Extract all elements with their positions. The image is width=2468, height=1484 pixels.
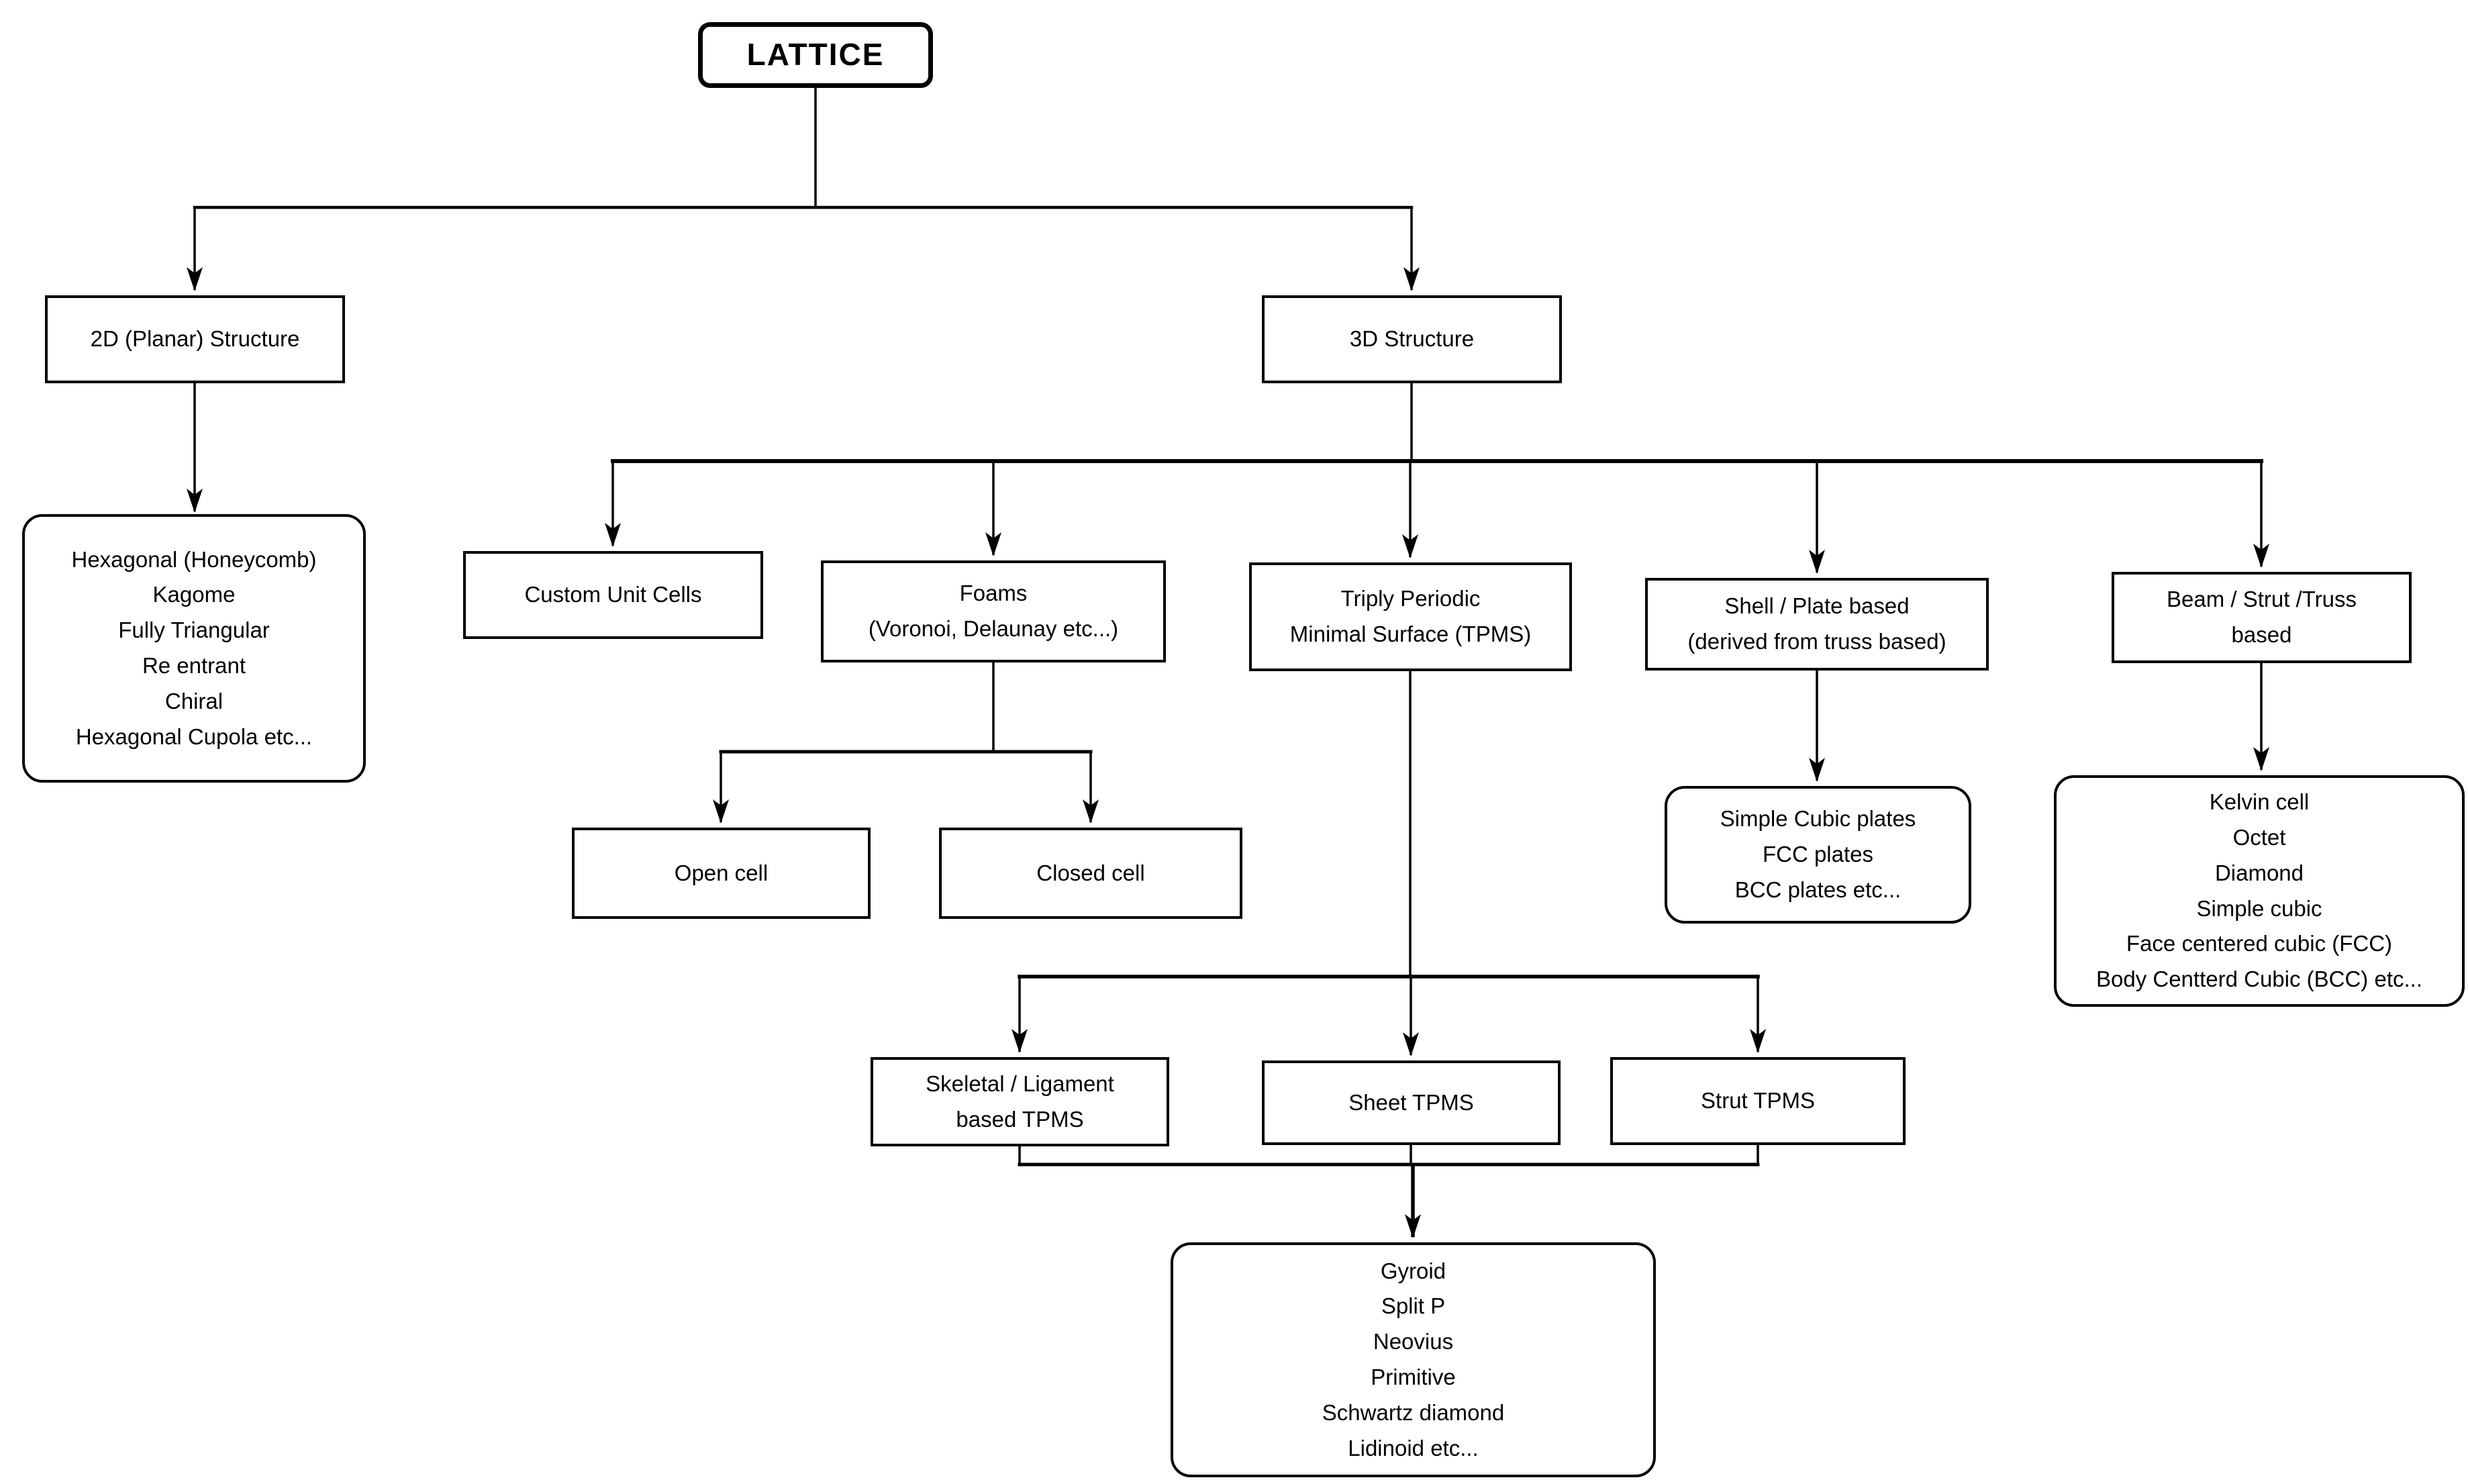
node-3d-structure-label: 3D Structure [1349, 326, 1475, 352]
node-text-line: Kelvin cell [2209, 789, 2310, 815]
node-text-line: Neovius [1373, 1329, 1454, 1354]
node-custom-unit-cells-label: Custom Unit Cells [524, 582, 702, 607]
node-2d-planar-structure-label: 2D (Planar) Structure [90, 326, 300, 352]
node-text-line: Schwartz diamond [1322, 1399, 1505, 1425]
node-text-line: Lidinoid etc... [1348, 1435, 1479, 1461]
node-text-line: Simple cubic [2196, 895, 2322, 921]
node-text-line: Primitive [1371, 1365, 1456, 1389]
node-text-line: Shell / Plate based [1724, 593, 1910, 619]
node-open-cell-label: Open cell [674, 860, 769, 885]
node-text-line: Minimal Surface (TPMS) [1289, 622, 1532, 646]
node-text-line: Octet [2232, 824, 2286, 850]
node-shell-plate-based: Shell / Plate based (derived from truss b… [1645, 578, 1989, 671]
node-2d-planar-structure: 2D (Planar) Structure [45, 295, 345, 383]
node-text-line: Hexagonal (Honeycomb) [71, 546, 317, 572]
node-foams: Foams (Voronoi, Delaunay etc...) [821, 560, 1166, 662]
node-text-line: Chiral [164, 688, 224, 713]
node-lattice: LATTICE [698, 22, 933, 88]
node-text-line: Beam / Strut /Truss [2166, 587, 2357, 612]
node-open-cell: Open cell [572, 828, 871, 919]
node-beam-strut-truss-based: Beam / Strut /Truss based [2112, 572, 2412, 663]
node-text-line: Gyroid [1380, 1258, 1446, 1283]
node-text-line: Triply Periodic [1340, 586, 1481, 611]
node-strut-tpms-label: Strut TPMS [1701, 1088, 1815, 1114]
node-text-line: based TPMS [956, 1106, 1084, 1132]
node-custom-unit-cells: Custom Unit Cells [463, 551, 763, 639]
node-text-line: Face centered cubic (FCC) [2126, 931, 2393, 956]
node-text-line: Hexagonal Cupola etc... [75, 724, 313, 749]
node-strut-tpms: Strut TPMS [1610, 1057, 1906, 1145]
node-text-line: Split P [1381, 1293, 1446, 1319]
node-closed-cell: Closed cell [939, 828, 1242, 919]
node-text-line: Kagome [152, 582, 236, 607]
node-lattice-label: LATTICE [746, 37, 885, 72]
node-text-line: based [2231, 622, 2292, 647]
node-text-line: Foams [959, 581, 1028, 606]
node-skeletal-ligament-tpms: Skeletal / Ligament based TPMS [871, 1057, 1169, 1146]
node-text-line: Skeletal / Ligament [926, 1071, 1114, 1096]
node-sheet-tpms: Sheet TPMS [1262, 1060, 1561, 1145]
node-text-line: FCC plates [1762, 842, 1874, 867]
node-text-line: Fully Triangular [118, 617, 270, 643]
node-text-line: Re entrant [142, 653, 246, 678]
node-text-line: Simple Cubic plates [1720, 806, 1916, 832]
node-3d-structure: 3D Structure [1262, 295, 1562, 383]
node-text-line: BCC plates etc... [1734, 877, 1902, 902]
node-text-line: (derived from truss based) [1687, 629, 1946, 654]
node-sheet-tpms-label: Sheet TPMS [1348, 1089, 1474, 1115]
node-text-line: Body Centterd Cubic (BCC) etc... [2095, 967, 2422, 992]
node-text-line: Diamond [2214, 860, 2304, 885]
node-closed-cell-label: Closed cell [1036, 860, 1145, 885]
node-text-line: (Voronoi, Delaunay etc...) [868, 616, 1119, 641]
